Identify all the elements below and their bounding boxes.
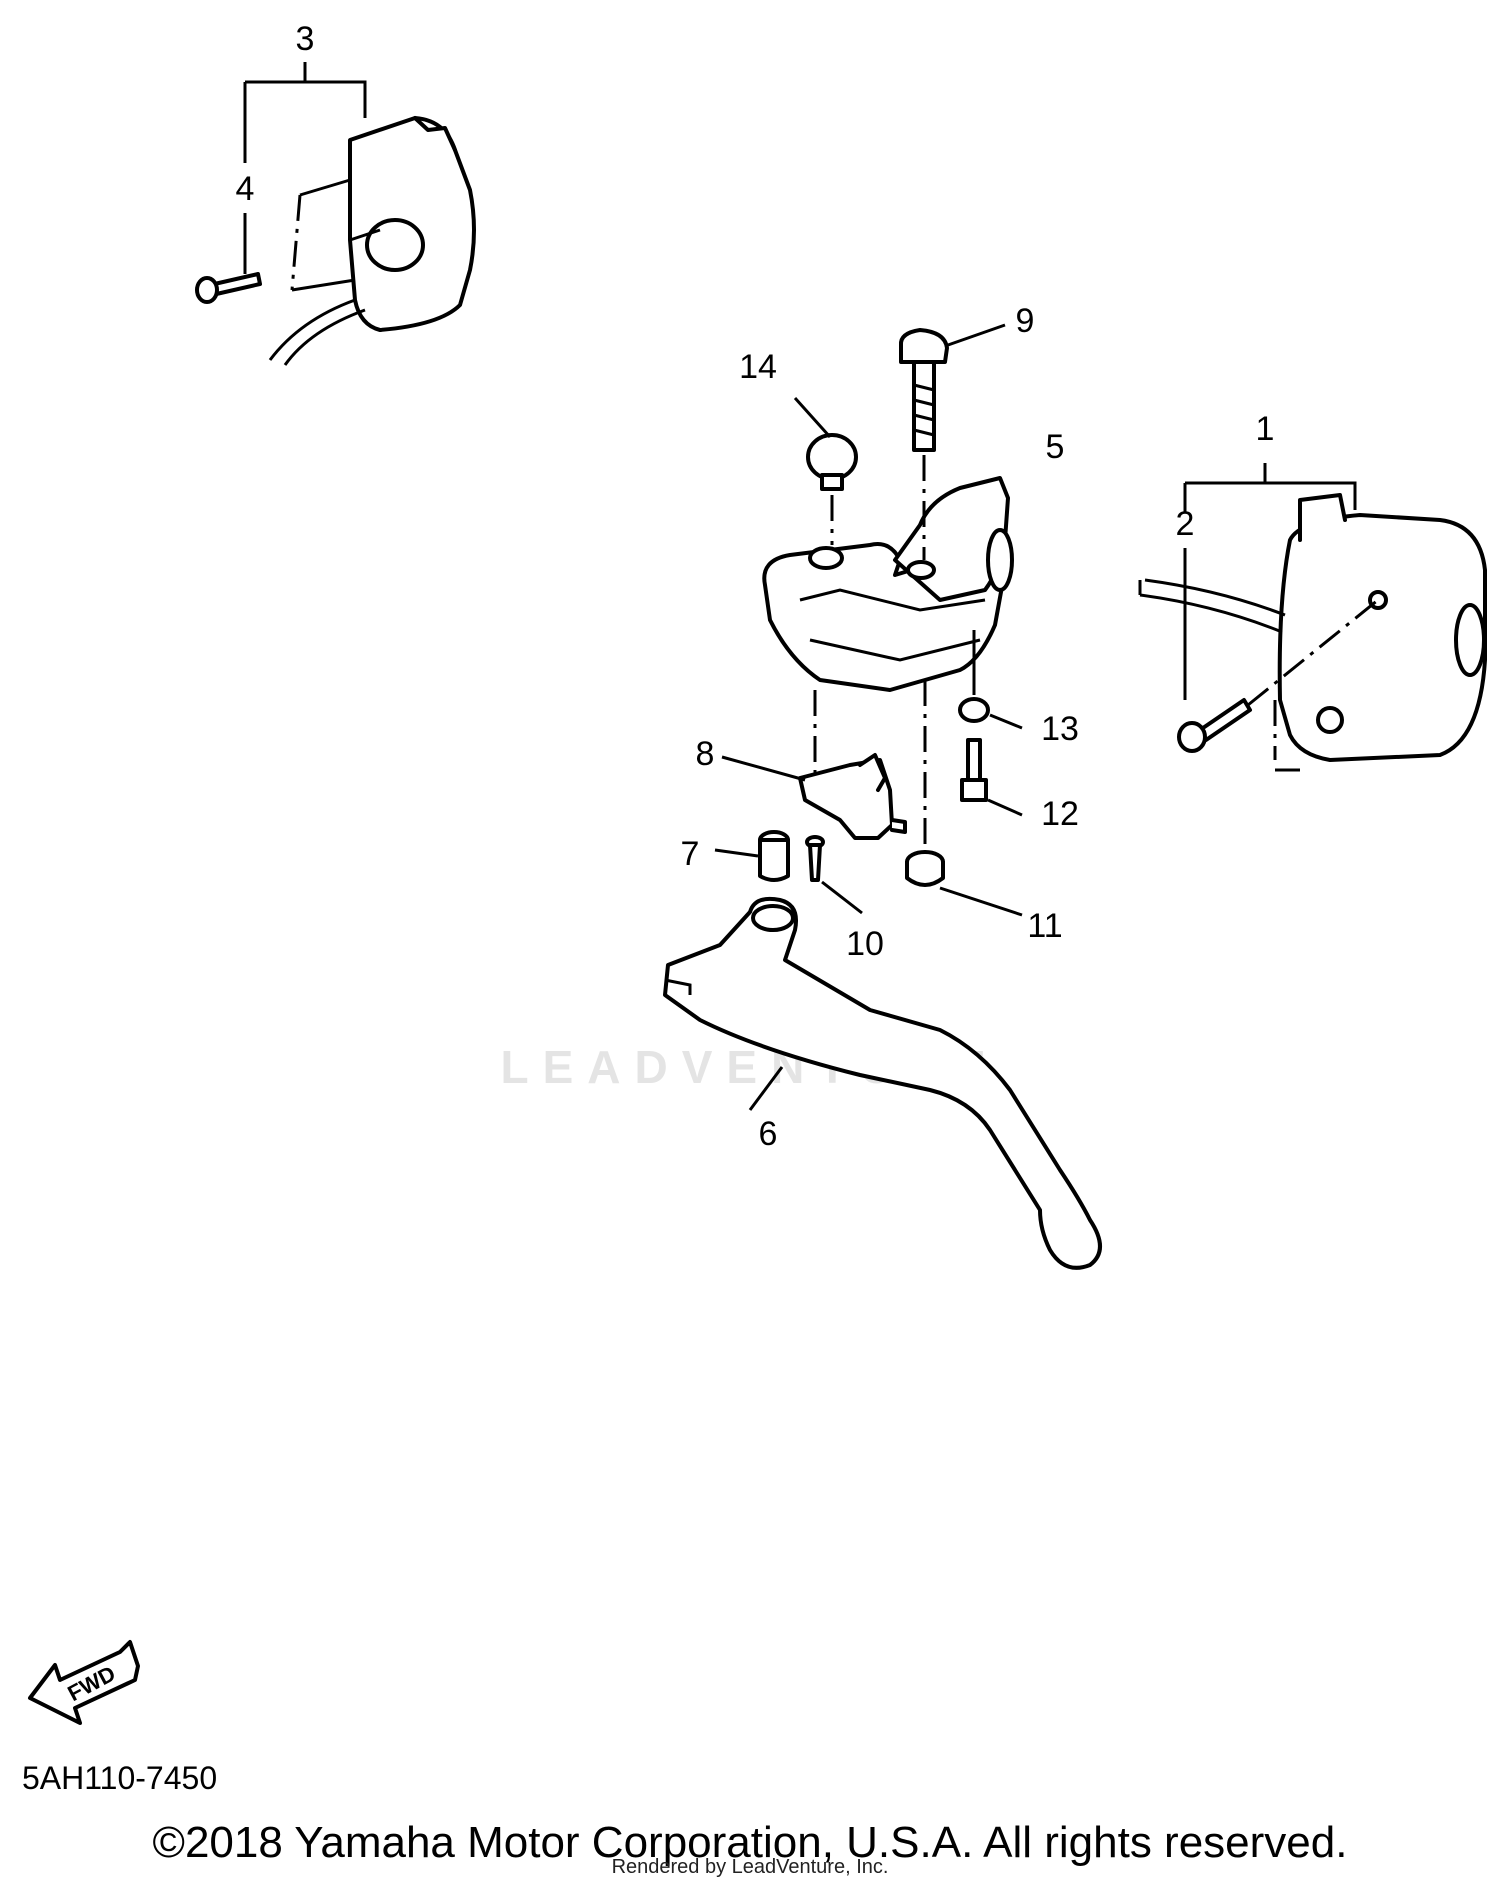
left-switch-assembly (195, 62, 476, 366)
callout-7: 7 (681, 835, 700, 873)
callout-13: 13 (1041, 710, 1079, 748)
lever-bracket (762, 476, 1014, 692)
callout-6: 6 (759, 1115, 778, 1153)
callout-1: 1 (1256, 410, 1275, 448)
rendered-by-credit: Rendered by LeadVenture, Inc. (611, 1856, 889, 1878)
switch-part-8 (721, 690, 907, 840)
callout-10: 10 (846, 925, 884, 963)
lever-part-6 (663, 896, 1102, 1270)
screw-part-10 (805, 835, 863, 915)
bolt-part-9 (898, 323, 1006, 560)
nut-part-11 (905, 680, 1023, 917)
callout-3: 3 (296, 20, 315, 58)
callout-9: 9 (1016, 302, 1035, 340)
callout-2: 2 (1176, 505, 1195, 543)
callout-8: 8 (696, 735, 715, 773)
callout-11: 11 (1027, 907, 1062, 945)
callout-labels: 1 2 3 4 5 6 7 8 9 10 11 12 13 14 (236, 20, 1275, 1153)
diagram-code: 5AH110-7450 (22, 1760, 218, 1796)
right-switch-assembly (1138, 463, 1487, 772)
callout-4: 4 (236, 170, 255, 208)
fwd-arrow-icon: FWD (28, 1640, 140, 1725)
callout-12: 12 (1041, 795, 1079, 833)
bolt-part-12 (960, 738, 1023, 817)
collar-part-7 (714, 830, 790, 882)
callout-14: 14 (739, 348, 777, 386)
callout-5: 5 (1046, 428, 1065, 466)
cap-part-14 (793, 396, 858, 545)
nut-part-13 (958, 630, 1023, 730)
copyright-notice: ©2018 Yamaha Motor Corporation, U.S.A. A… (152, 1818, 1348, 1867)
